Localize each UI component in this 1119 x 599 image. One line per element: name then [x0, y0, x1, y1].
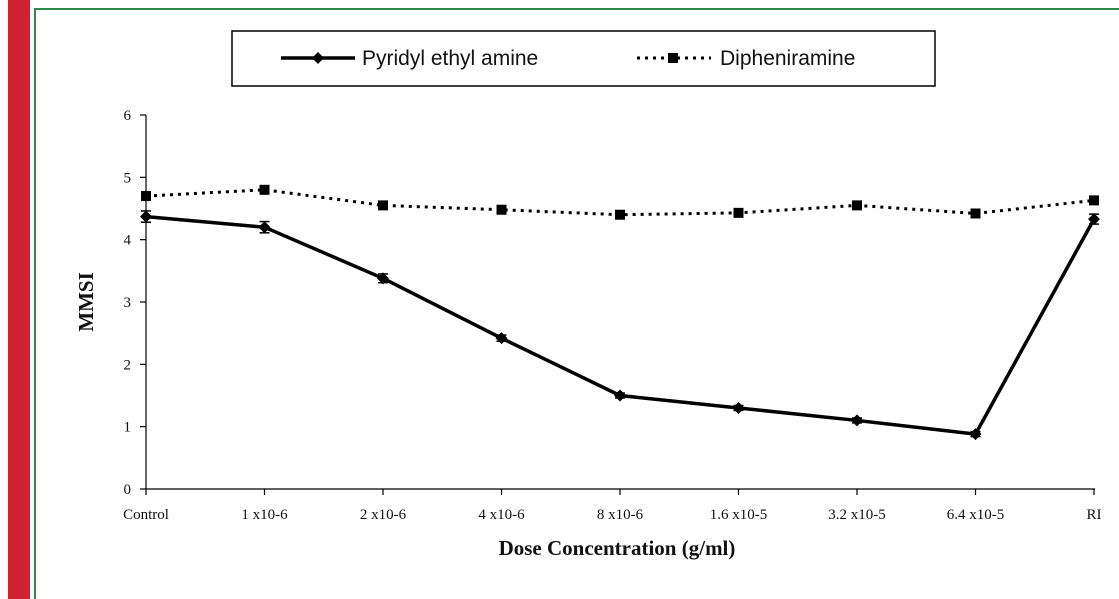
data-point-series-1: [141, 191, 151, 202]
y-axis-title: MMSI: [74, 272, 98, 332]
y-tick-label: 4: [124, 233, 132, 249]
data-point-series-0: [969, 428, 982, 441]
data-point-series-0: [258, 221, 271, 234]
legend: Pyridyl ethyl amine Dipheniramine: [231, 30, 936, 87]
y-tick-label: 1: [124, 420, 132, 436]
x-tick-label: 1.6 x10-5: [710, 507, 768, 523]
data-point-series-1: [259, 184, 270, 195]
data-point-series-1: [852, 200, 862, 211]
legend-label-series-1: Dipheniramine: [720, 47, 855, 70]
x-tick-label: 1 x10-6: [241, 507, 288, 523]
y-tick-label: 6: [124, 108, 132, 124]
frame-border-left: [34, 8, 36, 599]
legend-marker-series-1: [668, 53, 678, 63]
legend-marker-series-0: [312, 52, 324, 64]
x-tick-label: Control: [123, 507, 169, 523]
x-axis-title: Dose Concentration (g/ml): [499, 536, 736, 560]
data-point-series-0: [614, 389, 626, 402]
x-tick-label: RI: [1087, 507, 1102, 523]
y-tick-label: 5: [124, 170, 132, 186]
legend-label-series-0: Pyridyl ethyl amine: [362, 47, 538, 70]
data-point-series-1: [1089, 195, 1099, 206]
left-accent-strip: [8, 0, 30, 599]
series-layer: [140, 184, 1100, 441]
data-point-series-1: [378, 200, 388, 211]
data-point-series-0: [1088, 213, 1100, 226]
data-point-series-0: [377, 272, 389, 285]
y-tick-label: 3: [124, 295, 132, 311]
x-tick-label: 4 x10-6: [478, 507, 525, 523]
x-tick-label: 3.2 x10-5: [828, 507, 886, 523]
y-tick-label: 0: [124, 482, 132, 498]
x-tick-label: 2 x10-6: [360, 507, 407, 523]
data-point-series-0: [495, 332, 508, 345]
x-tick-label: 8 x10-6: [597, 507, 644, 523]
x-tick-label: 6.4 x10-5: [947, 507, 1005, 523]
frame-border-top: [34, 8, 1119, 10]
legend-box: [231, 30, 936, 87]
data-point-series-1: [496, 204, 507, 215]
x-ticks: Control 1 x10-6 2 x10-6 4 x10-6 8 x10-6 1.6 x…: [123, 489, 1102, 523]
data-point-series-1: [970, 208, 981, 219]
data-point-series-0: [140, 210, 152, 223]
series-line-0: [145, 214, 1096, 436]
data-point-series-0: [851, 414, 863, 427]
data-point-series-0: [732, 401, 745, 414]
data-point-series-1: [733, 207, 744, 218]
y-ticks: 0 1 2 3 4 5 6: [124, 108, 146, 498]
data-point-series-1: [615, 209, 625, 220]
y-tick-label: 2: [124, 357, 132, 373]
